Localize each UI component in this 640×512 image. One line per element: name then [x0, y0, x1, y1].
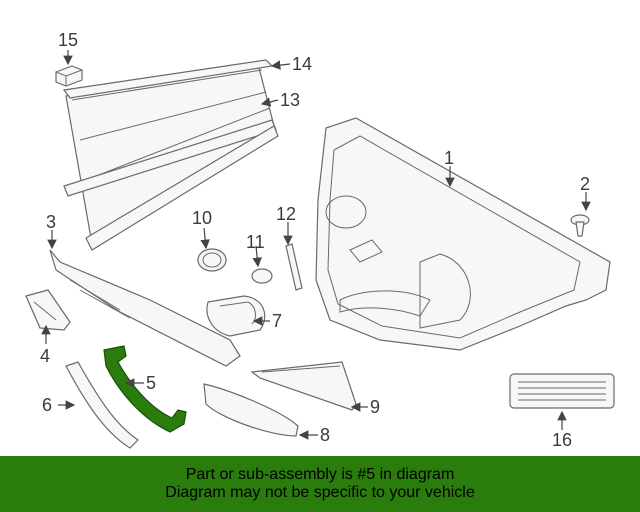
- callout-16: 16: [552, 430, 572, 450]
- callout-7: 7: [272, 311, 282, 331]
- leader-lines: [41, 50, 591, 440]
- callout-2: 2: [580, 174, 590, 194]
- part-11-cap: [251, 268, 273, 284]
- callout-8: 8: [320, 425, 330, 445]
- callout-3: 3: [46, 212, 56, 232]
- info-banner: Part or sub-assembly is #5 in diagram Di…: [0, 456, 640, 512]
- callout-6: 6: [42, 395, 52, 415]
- banner-line-disclaimer: Diagram may not be specific to your vehi…: [165, 484, 475, 501]
- part-6-strip: [65, 361, 139, 449]
- callout-4: 4: [40, 346, 50, 366]
- part-13-sunshade: [63, 63, 279, 251]
- callout-13: 13: [280, 90, 300, 110]
- part-4-bracket: [25, 289, 71, 331]
- part-1-door-panel: [315, 117, 611, 351]
- callout-15: 15: [58, 30, 78, 50]
- part-3-trim-panel: [49, 249, 241, 367]
- part-8-pad: [203, 383, 299, 437]
- part-16-grille: [509, 373, 615, 409]
- callout-9: 9: [370, 397, 380, 417]
- callout-11: 11: [246, 232, 265, 252]
- callout-12: 12: [276, 204, 296, 224]
- part-9-pad: [250, 361, 357, 411]
- part-5-pull-handle: [103, 345, 187, 433]
- part-10-cover: [197, 248, 227, 272]
- part-12-rod: [285, 243, 303, 291]
- part-7-grille: [206, 295, 266, 337]
- callout-14: 14: [292, 54, 312, 74]
- callout-1: 1: [444, 148, 454, 168]
- callout-10: 10: [192, 208, 212, 228]
- banner-line-part: Part or sub-assembly is #5 in diagram: [185, 466, 455, 483]
- part-2-clip: [570, 214, 590, 237]
- callout-5: 5: [146, 373, 156, 393]
- part-15-clip: [55, 65, 83, 87]
- parts-diagram: 1 2 3 4 5 6 7 8 9 10 11 12 13 14 15 16: [25, 30, 615, 450]
